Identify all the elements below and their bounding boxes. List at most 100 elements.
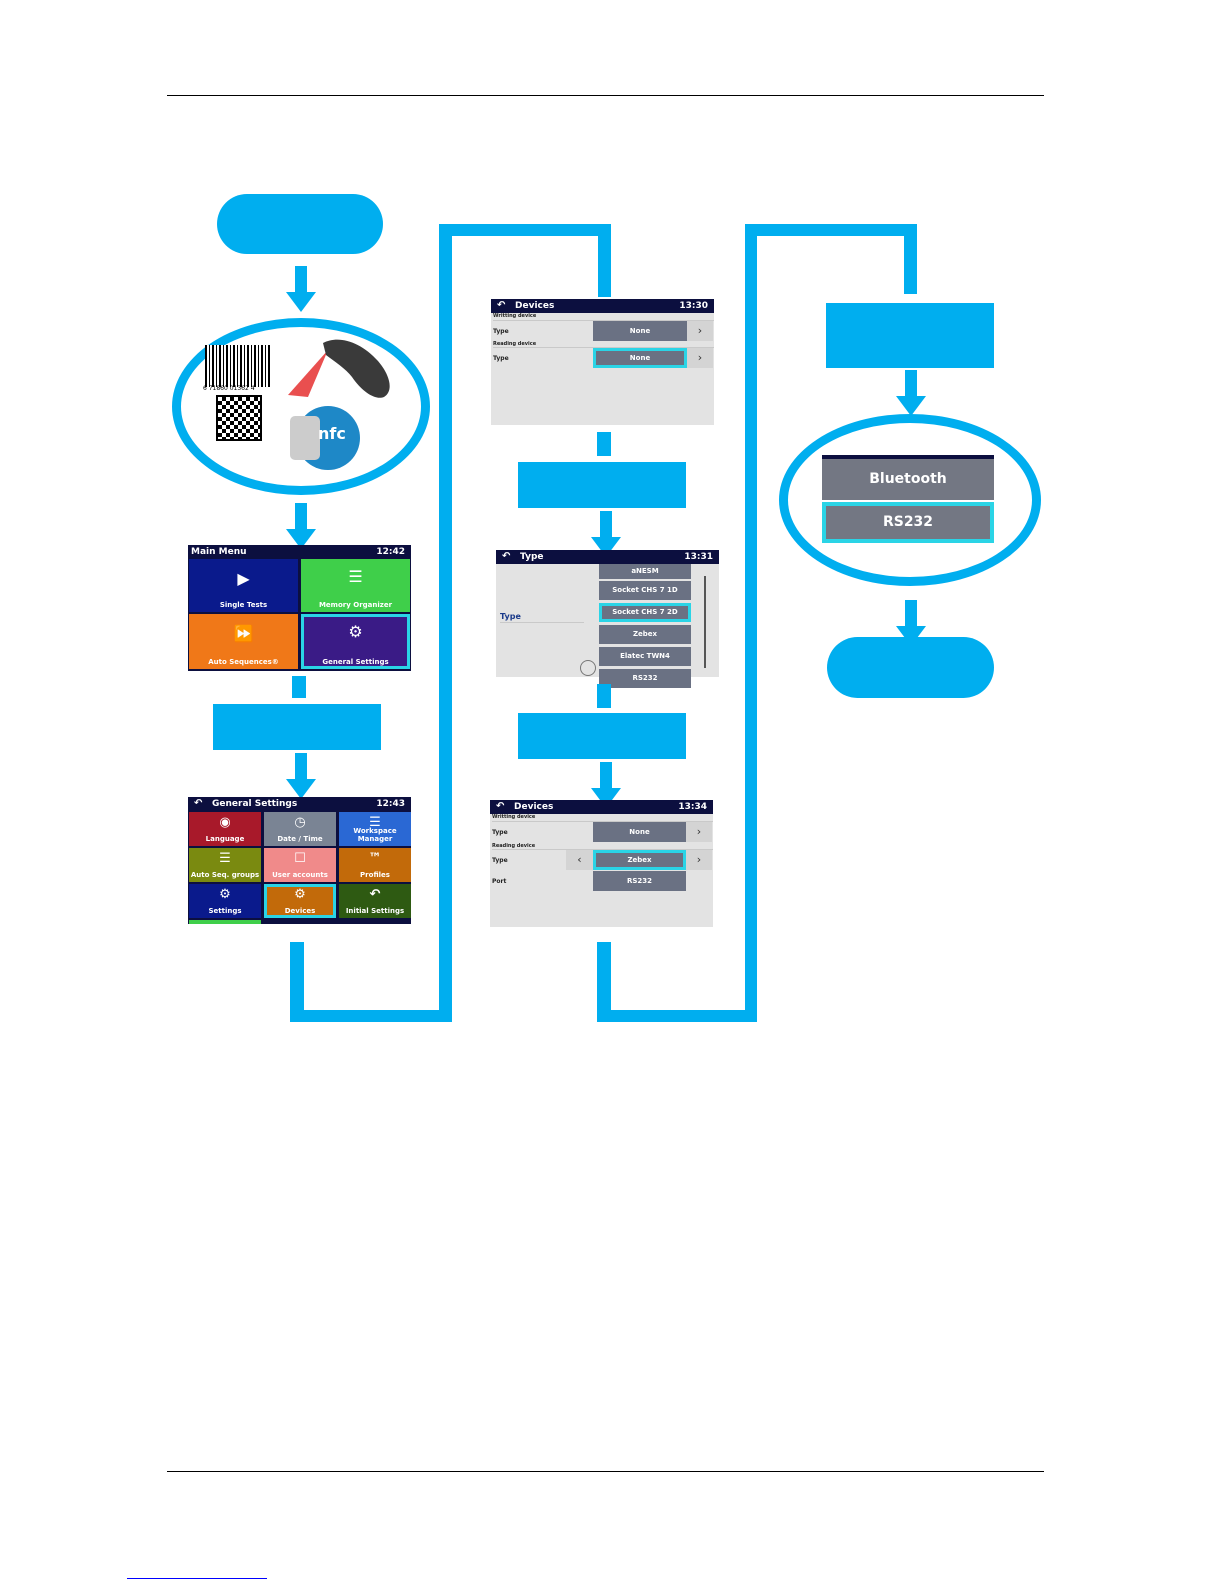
screen-title: Devices (515, 301, 555, 311)
screen-time: 12:42 (376, 547, 405, 557)
connector (597, 1010, 757, 1022)
step-box (518, 462, 686, 508)
tile-settings[interactable]: ⚙Settings (189, 884, 261, 918)
chevron-right-icon[interactable]: › (686, 850, 712, 870)
arrow-down-icon (896, 600, 926, 646)
arrow-down-icon (286, 753, 316, 799)
reading-device-header: Reading device (493, 341, 537, 347)
step-box (826, 303, 994, 368)
connector (290, 942, 304, 1022)
screen-title: Type (520, 552, 544, 562)
divider (493, 320, 714, 321)
tile-label: Auto Sequences® (208, 658, 279, 666)
writing-type-label: Type (492, 829, 508, 836)
screen-time: 13:31 (684, 552, 713, 562)
tile-single-tests[interactable]: ▶ Single Tests (189, 559, 298, 612)
connector (439, 224, 611, 236)
list-item[interactable]: aNESM (599, 564, 691, 579)
tree-icon: ☰ (369, 815, 381, 830)
chevron-right-icon[interactable]: › (686, 822, 712, 842)
footer-rule (167, 1471, 1044, 1472)
divider (492, 821, 713, 822)
screen-time: 13:30 (679, 301, 708, 311)
list-item[interactable]: Socket CHS 7 1D (599, 581, 691, 600)
step-box (213, 704, 381, 750)
tree-icon: ☰ (219, 851, 231, 866)
gear-icon: ⚙ (348, 622, 363, 641)
tile-label: Single Tests (219, 601, 268, 609)
tile-label: General Settings (322, 658, 389, 666)
writing-type-value[interactable]: None (593, 822, 686, 842)
barcode-icon (205, 345, 271, 387)
reading-type-label: Type (493, 355, 509, 362)
tile-label: User accounts (272, 871, 328, 879)
chevron-left-icon[interactable]: ‹ (566, 850, 593, 870)
clock-icon: ◷ (294, 815, 306, 830)
option-bluetooth[interactable]: Bluetooth (822, 459, 994, 500)
reading-type-value[interactable]: Zebex (593, 850, 686, 870)
tile-initial-settings[interactable]: ↶Initial Settings (339, 884, 411, 918)
nav-pad-icon[interactable] (580, 660, 596, 676)
divider (492, 849, 713, 850)
connector (290, 1010, 452, 1022)
tile-date-time[interactable]: ◷ Date / Time (264, 812, 336, 846)
connector (904, 224, 917, 294)
reading-device-header: Reading device (492, 843, 536, 849)
tile-user-accounts[interactable]: ☐User accounts (264, 848, 336, 882)
list-item[interactable]: RS232 (599, 669, 691, 688)
tile-auto-sequences[interactable]: ⏩ Auto Sequences® (189, 614, 298, 669)
header-rule (167, 95, 1044, 96)
arrow-down-icon (896, 370, 926, 416)
tile-auto-seq-groups[interactable]: ☰ Auto Seq. groups (189, 848, 261, 882)
list-item[interactable]: Elatec TWN4 (599, 647, 691, 666)
reading-type-value[interactable]: None (593, 348, 687, 368)
back-icon[interactable]: ↶ (496, 801, 505, 812)
screen-title-bar: ↶ Devices 13:30 (491, 299, 714, 313)
screen-edge (822, 455, 994, 459)
scrollbar[interactable] (704, 576, 706, 668)
back-icon[interactable]: ↶ (194, 798, 203, 809)
tile-label: Auto Seq. groups (190, 871, 260, 879)
end-pill (827, 637, 994, 698)
tile-label: Workspace Manager (353, 827, 397, 843)
tile-label: Initial Settings (345, 907, 405, 915)
screen-title-bar: ↶ Devices 13:34 (490, 800, 713, 814)
tile-label: Language (205, 835, 245, 843)
screen-time: 13:34 (678, 802, 707, 812)
tile-language[interactable]: ◉ Language (189, 812, 261, 846)
back-icon[interactable]: ↶ (502, 551, 511, 562)
back-icon[interactable]: ↶ (497, 300, 506, 311)
laser-scanner-icon (288, 339, 390, 398)
general-settings-screen: ↶ General Settings 12:43 ◉Language ◷Date… (188, 797, 411, 924)
port-label: Port (492, 878, 507, 885)
main-menu-screen: Main Menu 12:42 ▶ Single Tests ☰ Memory … (188, 545, 411, 671)
tile-label: Date / Time (277, 835, 323, 843)
tile-devices[interactable]: ⚙Devices (264, 884, 336, 918)
profiles-icon: ™ (368, 851, 382, 866)
option-rs232[interactable]: RS232 (822, 502, 994, 543)
list-item[interactable]: Zebex (599, 625, 691, 644)
connector (292, 676, 306, 698)
devices-screen-2: ↶ Devices 13:34 Writting device Type Non… (490, 800, 713, 927)
writing-type-value[interactable]: None (593, 321, 687, 341)
list-item-selected[interactable]: Socket CHS 7 2D (599, 603, 691, 622)
writing-device-header: Writting device (492, 814, 536, 820)
chevron-right-icon[interactable]: › (687, 321, 713, 341)
type-list-screen: ↶ Type 13:31 Type aNESM Socket CHS 7 1D … (496, 550, 719, 688)
arrow-down-icon (286, 503, 316, 549)
arrow-down-icon (591, 762, 621, 808)
step-box (518, 713, 686, 759)
divider (493, 347, 714, 348)
footer-link-underline (127, 1578, 267, 1579)
chevron-right-icon[interactable]: › (687, 348, 713, 368)
reading-type-label: Type (492, 857, 508, 864)
tile-memory-organizer[interactable]: ☰ Memory Organizer (301, 559, 410, 612)
writing-type-label: Type (493, 328, 509, 335)
connector (597, 684, 611, 708)
port-value[interactable]: RS232 (593, 871, 686, 891)
tile-workspace-manager[interactable]: ☰Workspace Manager (339, 812, 411, 846)
tile-general-settings[interactable]: ⚙ General Settings (301, 614, 410, 669)
tree-icon: ☰ (348, 567, 363, 586)
globe-icon: ◉ (219, 815, 231, 830)
